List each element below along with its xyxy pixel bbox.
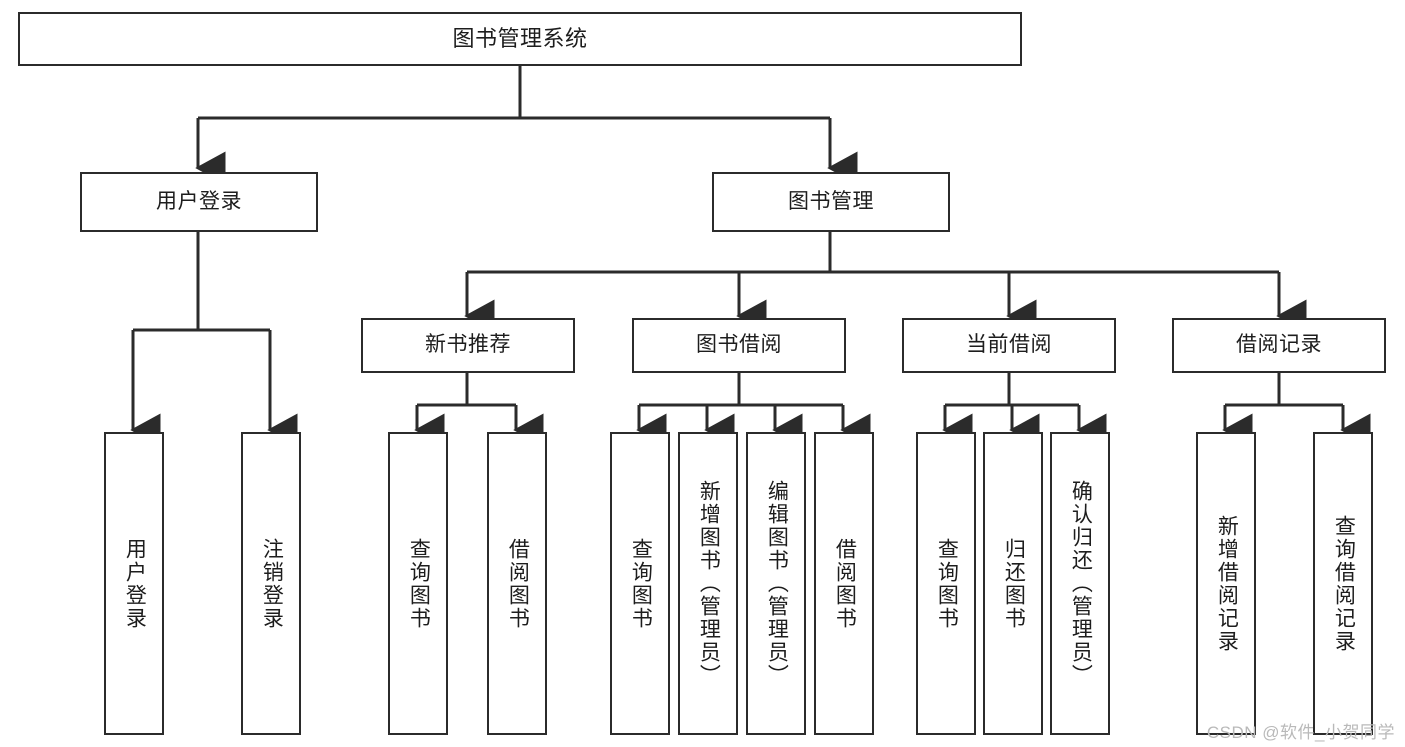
leaf-book-borrow-edit-book[interactable]: 编辑图书（管理员） bbox=[746, 432, 806, 735]
node-label: 确认归还（管理员） bbox=[1069, 480, 1093, 687]
node-label: 查询图书 bbox=[407, 537, 431, 630]
node-label: 新书推荐 bbox=[425, 333, 511, 357]
node-user-login[interactable]: 用户登录 bbox=[80, 172, 318, 232]
node-label: 查询图书 bbox=[629, 537, 653, 630]
node-label: 图书管理 bbox=[788, 189, 874, 213]
node-label: 归还图书 bbox=[1002, 537, 1026, 630]
node-label: 借阅图书 bbox=[833, 537, 857, 630]
leaf-current-borrow-query-book[interactable]: 查询图书 bbox=[916, 432, 976, 735]
leaf-borrow-record-add-record[interactable]: 新增借阅记录 bbox=[1196, 432, 1256, 735]
leaf-user-login-logout[interactable]: 注销登录 bbox=[241, 432, 301, 735]
watermark-text: CSDN @软件_小贺同学 bbox=[1206, 723, 1395, 742]
node-label: 用户登录 bbox=[156, 189, 242, 213]
node-borrow-record[interactable]: 借阅记录 bbox=[1172, 318, 1386, 373]
node-label: 注销登录 bbox=[260, 537, 284, 630]
node-book-borrow[interactable]: 图书借阅 bbox=[632, 318, 846, 373]
leaf-borrow-record-query-record[interactable]: 查询借阅记录 bbox=[1313, 432, 1373, 735]
node-label: 图书管理系统 bbox=[452, 26, 588, 52]
node-label: 用户登录 bbox=[123, 537, 147, 630]
node-current-borrow[interactable]: 当前借阅 bbox=[902, 318, 1116, 373]
leaf-current-borrow-confirm-return[interactable]: 确认归还（管理员） bbox=[1050, 432, 1110, 735]
node-new-book-recommend[interactable]: 新书推荐 bbox=[361, 318, 575, 373]
node-label: 编辑图书（管理员） bbox=[765, 480, 789, 687]
leaf-user-login-login[interactable]: 用户登录 bbox=[104, 432, 164, 735]
node-label: 借阅记录 bbox=[1236, 333, 1322, 357]
node-label: 查询图书 bbox=[935, 537, 959, 630]
node-label: 借阅图书 bbox=[506, 537, 530, 630]
node-book-management[interactable]: 图书管理 bbox=[712, 172, 950, 232]
leaf-book-borrow-borrow-book[interactable]: 借阅图书 bbox=[814, 432, 874, 735]
leaf-new-book-borrow-book[interactable]: 借阅图书 bbox=[487, 432, 547, 735]
node-label: 图书借阅 bbox=[696, 333, 782, 357]
leaf-book-borrow-add-book[interactable]: 新增图书（管理员） bbox=[678, 432, 738, 735]
node-label: 查询借阅记录 bbox=[1332, 514, 1356, 653]
leaf-new-book-query-book[interactable]: 查询图书 bbox=[388, 432, 448, 735]
node-label: 当前借阅 bbox=[966, 333, 1052, 357]
node-label: 新增借阅记录 bbox=[1215, 514, 1239, 653]
node-label: 新增图书（管理员） bbox=[697, 480, 721, 687]
node-root-system[interactable]: 图书管理系统 bbox=[18, 12, 1022, 66]
leaf-current-borrow-return-book[interactable]: 归还图书 bbox=[983, 432, 1043, 735]
leaf-book-borrow-query-book[interactable]: 查询图书 bbox=[610, 432, 670, 735]
